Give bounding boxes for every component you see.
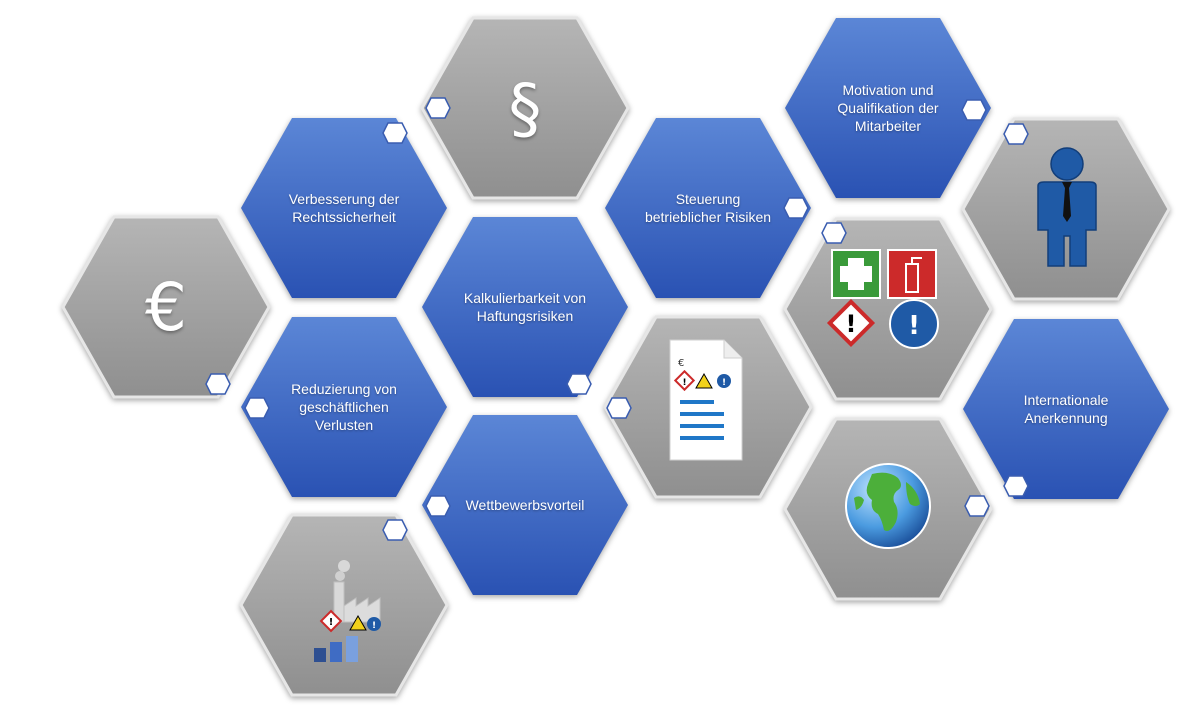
connector-hex bbox=[961, 99, 987, 121]
gray-hexagon-shape bbox=[61, 215, 271, 399]
blue-hexagon-shape bbox=[422, 217, 628, 397]
hex-factory: ! ! bbox=[239, 513, 449, 697]
hex-wettbewerb: Wettbewerbsvorteil bbox=[421, 414, 629, 596]
hex-label-wettbewerb: Wettbewerbsvorteil bbox=[465, 497, 585, 513]
paragraph-icon: § bbox=[508, 69, 542, 147]
hazard-exclamation: ! bbox=[846, 310, 857, 338]
hex-motivation: Motivation und Qualifikation der Mitarbe… bbox=[784, 17, 992, 199]
connector-hex bbox=[783, 197, 809, 219]
euro-icon: € bbox=[145, 268, 187, 346]
connector-hex bbox=[425, 97, 451, 119]
mandatory-exclamation: ! bbox=[372, 621, 376, 631]
connector-hex bbox=[1003, 123, 1029, 145]
hex-euro: € bbox=[61, 215, 271, 399]
connector-hex bbox=[821, 222, 847, 244]
hex-reduzierung: Reduzierung von geschäftlichen Verlusten bbox=[240, 316, 448, 498]
hazard-exclamation: ! bbox=[329, 617, 334, 628]
hex-label-motivation: Motivation und Qualifikation der Mitarbe… bbox=[837, 82, 939, 134]
blue-hexagon-shape bbox=[422, 415, 628, 595]
hex-label-verbesserung: Verbesserung der Rechtssicherheit bbox=[288, 191, 400, 225]
mandatory-exclamation: ! bbox=[908, 311, 920, 341]
blue-hexagon-shape bbox=[241, 317, 447, 497]
mandatory-exclamation: ! bbox=[722, 378, 726, 388]
connector-hex bbox=[566, 373, 592, 395]
hex-verbesserung: Verbesserung der Rechtssicherheit bbox=[240, 117, 448, 299]
connector-hex bbox=[382, 122, 408, 144]
hex-label-reduzierung: Reduzierung von geschäftlichen Verlusten bbox=[291, 381, 397, 433]
connector-hex bbox=[1003, 475, 1029, 497]
hex-safety-signs: ! ! bbox=[783, 217, 993, 401]
blue-hexagon-shape bbox=[241, 118, 447, 298]
connector-hex bbox=[382, 519, 408, 541]
euro-mark: € bbox=[678, 358, 684, 369]
connector-hex bbox=[425, 495, 451, 517]
blue-hexagon-shape bbox=[785, 18, 991, 198]
hex-label-steuerung: Steuerung betrieblicher Risiken bbox=[644, 191, 772, 225]
connector-hex bbox=[964, 495, 990, 517]
hazard-document-icon: € ! ! bbox=[669, 339, 743, 461]
hex-employee bbox=[961, 117, 1171, 301]
globe-icon bbox=[845, 463, 931, 549]
blue-hexagon-shape bbox=[605, 118, 811, 298]
connector-hex bbox=[244, 397, 270, 419]
hex-kalkulierbarkeit: Kalkulierbarkeit von Haftungsrisiken bbox=[421, 216, 629, 398]
connector-hex bbox=[205, 373, 231, 395]
hex-globe bbox=[783, 417, 993, 601]
hazard-exclamation: ! bbox=[682, 378, 686, 388]
connector-hex bbox=[606, 397, 632, 419]
factory-hazard-icon: ! ! bbox=[314, 560, 381, 662]
safety-signs-icon: ! ! bbox=[826, 249, 939, 349]
hex-paragraph: § bbox=[420, 16, 630, 200]
hex-steuerung: Steuerung betrieblicher Risiken bbox=[604, 117, 812, 299]
gray-hexagon-shape bbox=[420, 16, 630, 200]
hex-document: € ! ! bbox=[603, 315, 813, 499]
hex-label-kalkulierbarkeit: Kalkulierbarkeit von Haftungsrisiken bbox=[463, 290, 587, 324]
employee-icon bbox=[1037, 147, 1097, 267]
hex-label-international: Internationale Anerkennung bbox=[1023, 392, 1109, 426]
blue-hexagon-shape bbox=[963, 319, 1169, 499]
hex-international: Internationale Anerkennung bbox=[962, 318, 1170, 500]
